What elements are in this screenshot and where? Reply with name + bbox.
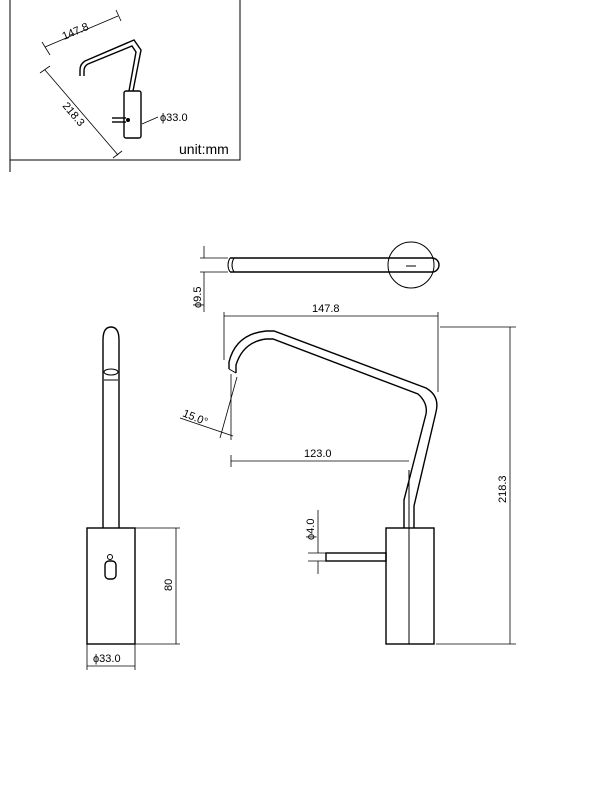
side-view-dim-angle: 15.0° xyxy=(179,374,238,440)
front-view-lever-dot xyxy=(107,554,113,560)
inset-frame xyxy=(9,0,241,161)
side-view-dim-reach-label: 123.0 xyxy=(304,448,332,460)
inset-dim-diameter-label: ϕ33.0 xyxy=(160,112,188,124)
inset-dim-width: 147.8 xyxy=(41,9,122,56)
front-view-dim-diameter-label: ϕ33.0 xyxy=(93,653,121,665)
side-view-dim-lever-label: ϕ4.0 xyxy=(305,519,317,540)
top-view: ϕ9.5 xyxy=(192,241,440,312)
front-view-dim-body-height-label: 80 xyxy=(163,579,175,591)
front-view-dim-body-height: 80 xyxy=(135,527,180,645)
side-view-body xyxy=(385,527,435,645)
top-view-dim-pipe: ϕ9.5 xyxy=(192,246,228,312)
side-view-dim-height: 218.3 xyxy=(436,326,516,645)
top-view-spout xyxy=(230,257,440,273)
inset-faucet xyxy=(79,39,142,139)
top-view-dim-pipe-label: ϕ9.5 xyxy=(192,287,204,308)
front-view: 80 ϕ33.0 xyxy=(86,326,180,670)
side-view-dim-lever: ϕ4.0 xyxy=(305,510,326,574)
side-view: 147.8 15.0° 123.0 218.3 ϕ4.0 xyxy=(179,303,516,645)
side-view-dim-width-label: 147.8 xyxy=(312,303,340,315)
inset-body xyxy=(123,90,142,139)
front-view-spout xyxy=(102,326,120,528)
side-view-dim-angle-label: 15.0° xyxy=(181,408,209,429)
inset-lever-dot xyxy=(126,118,130,122)
side-view-dim-height-label: 218.3 xyxy=(497,475,509,503)
inset-unit-label: unit:mm xyxy=(179,141,229,157)
side-view-lever xyxy=(325,552,387,562)
inset-dim-width-label: 147.8 xyxy=(60,21,90,43)
inset-dim-diameter: ϕ33.0 xyxy=(141,112,188,125)
front-view-body xyxy=(86,527,136,645)
side-view-dim-reach: 123.0 xyxy=(230,448,409,467)
front-view-lever xyxy=(104,560,117,580)
inset-panel: 147.8 218.3 ϕ33.0 unit:mm xyxy=(9,0,241,172)
inset-dim-height-label: 218.3 xyxy=(60,100,87,129)
side-view-dim-width: 147.8 xyxy=(223,303,439,392)
top-view-base-circle xyxy=(387,241,435,289)
side-view-spout xyxy=(228,330,438,528)
inset-dim-height: 218.3 xyxy=(39,65,123,159)
front-view-outlet xyxy=(103,368,119,376)
front-view-dim-diameter: ϕ33.0 xyxy=(86,644,136,670)
